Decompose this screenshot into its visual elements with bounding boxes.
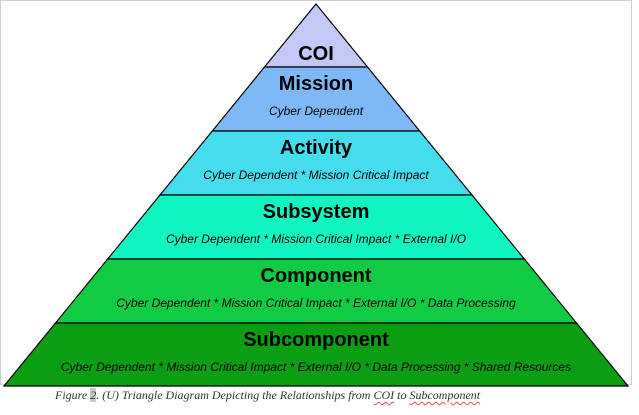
level-coi-title: COI [298,43,334,65]
level-mission-title: Mission [279,73,353,95]
level-component-title: Component [260,265,371,287]
caption-coi: COI [373,388,395,402]
level-activity-subtitle: Cyber Dependent * Mission Critical Impac… [203,168,429,182]
level-activity-title: Activity [280,137,353,159]
level-component-subtitle: Cyber Dependent * Mission Critical Impac… [116,296,516,310]
level-coi: COI [263,3,369,68]
level-subcomponent-subtitle: Cyber Dependent * Mission Critical Impac… [61,360,571,374]
figure-caption: Figure 2. (U) Triangle Diagram Depicting… [55,388,480,403]
caption-prefix: Figure [55,388,91,402]
level-subcomponent-band [2,322,630,387]
level-subcomponent-title: Subcomponent [243,329,389,351]
level-subsystem-title: Subsystem [263,201,370,223]
level-mission-subtitle: Cyber Dependent [269,104,364,118]
caption-middle: . (U) Triangle Diagram Depicting the Rel… [96,388,374,402]
level-subsystem-subtitle: Cyber Dependent * Mission Critical Impac… [166,232,466,246]
caption-to: to [394,388,410,402]
caption-figure-number: 2 [90,388,97,402]
caption-end: Subcomponent [409,388,481,402]
